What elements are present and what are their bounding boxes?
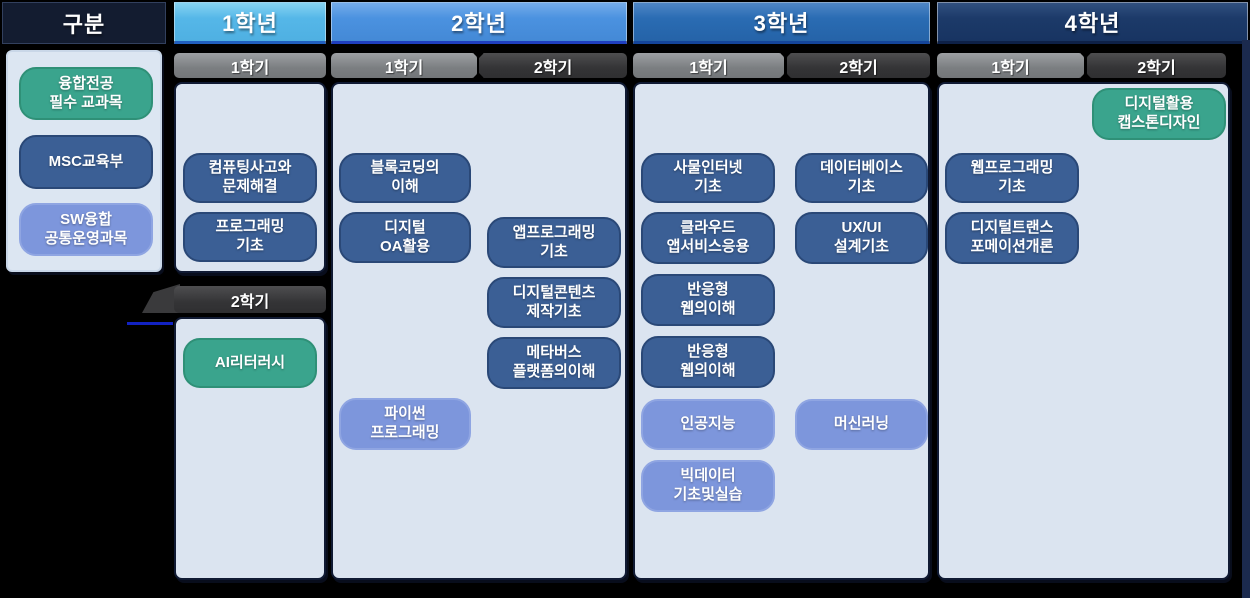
tab-year2-sem1: 1학기 [331,53,477,78]
course-box: 사물인터넷 기초 [641,153,775,203]
course-box: 디지털콘텐츠 제작기초 [487,277,621,328]
course-box: 인공지능 [641,399,775,450]
legend-header: 구분 [2,2,166,44]
course-box: 메타버스 플랫폼의이해 [487,337,621,389]
course-box: 머신러닝 [795,399,928,450]
year-header-2: 2학년 [331,2,627,44]
accent-line [127,322,173,325]
course-box: 웹프로그래밍 기초 [945,153,1079,203]
course-box: 반응형 웹의이해 [641,336,775,388]
course-box: 데이터베이스 기초 [795,153,928,203]
tab-year4-sem1: 1학기 [937,53,1084,78]
tab-year4-sem2: 2학기 [1087,53,1226,78]
legend-panel: 융합전공 필수 교과목 MSC교육부 SW융합 공통운영과목 [6,50,162,272]
course-box: UX/UI 설계기초 [795,212,928,264]
legend-item-msc: MSC교육부 [19,135,153,189]
tab-year1-sem2: 2학기 [174,286,326,313]
course-box: 디지털 OA활용 [339,212,471,263]
course-box: 디지털트랜스 포메이션개론 [945,212,1079,264]
course-box: 컴퓨팅사고와 문제해결 [183,153,317,203]
course-box: 반응형 웹의이해 [641,274,775,326]
course-box: 앱프로그래밍 기초 [487,217,621,268]
frame-edge [1242,40,1250,598]
course-box: 디지털활용 캡스톤디자인 [1092,88,1226,140]
legend-item-common: SW융합 공통운영과목 [19,203,153,256]
tab-year2-sem2: 2학기 [479,53,627,78]
year-header-4: 4학년 [937,2,1248,44]
tab-year3-sem2: 2학기 [787,53,930,78]
course-box: 프로그래밍 기초 [183,212,317,262]
course-box: 파이썬 프로그래밍 [339,398,471,450]
year-header-3: 3학년 [633,2,930,44]
tab-year3-sem1: 1학기 [633,53,784,78]
tab-year1-sem1: 1학기 [174,53,326,78]
course-box: 블록코딩의 이해 [339,153,471,203]
course-box: AI리터러시 [183,338,317,388]
year-header-1: 1학년 [174,2,326,44]
course-box: 빅데이터 기초및실습 [641,460,775,512]
course-box: 클라우드 앱서비스응용 [641,212,775,264]
legend-item-required: 융합전공 필수 교과목 [19,67,153,120]
